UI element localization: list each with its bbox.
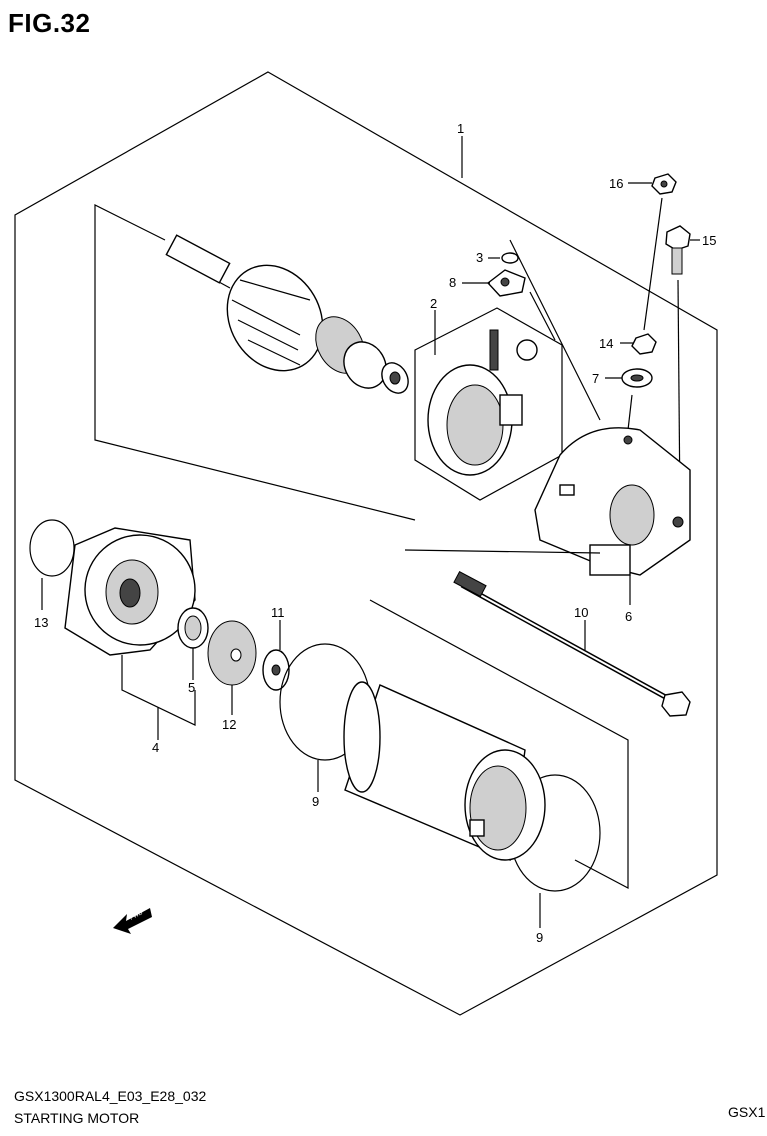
assembly-boundary xyxy=(14,71,718,1016)
end-cover-6[interactable] xyxy=(534,427,691,576)
diagram-code: GSX1300RAL4_E03_E28_032 xyxy=(14,1088,207,1104)
label-1: 1 xyxy=(457,121,464,136)
armature[interactable] xyxy=(165,234,413,398)
label-12: 12 xyxy=(222,717,236,732)
front-bracket[interactable] xyxy=(64,520,210,661)
label-2: 2 xyxy=(430,296,437,311)
through-bolt-10[interactable] xyxy=(453,570,691,717)
label-7: 7 xyxy=(592,371,599,386)
label-13: 13 xyxy=(34,615,48,630)
seal-5[interactable] xyxy=(177,607,209,649)
washer-12[interactable] xyxy=(207,620,257,686)
label-15: 15 xyxy=(702,233,716,248)
yoke-group-boundary xyxy=(369,599,629,889)
label-6: 6 xyxy=(625,609,632,624)
label-14: 14 xyxy=(599,336,613,351)
label-16: 16 xyxy=(609,176,623,191)
label-4: 4 xyxy=(152,740,159,755)
model-label: GSX1 xyxy=(728,1104,766,1120)
bolt-15[interactable] xyxy=(665,225,691,275)
nut-16[interactable] xyxy=(651,173,677,195)
yoke[interactable] xyxy=(343,681,546,862)
label-9-left: 9 xyxy=(312,794,319,809)
o-ring-13[interactable] xyxy=(29,519,75,577)
label-5: 5 xyxy=(188,680,195,695)
figure-title: FIG.32 xyxy=(8,8,91,38)
label-8: 8 xyxy=(449,275,456,290)
label-11: 11 xyxy=(271,605,285,620)
armature-group-boundary xyxy=(94,204,416,521)
nut-14[interactable] xyxy=(631,333,657,355)
brush-holder[interactable] xyxy=(427,329,538,476)
fwd-arrow-icon: FWD xyxy=(113,908,152,934)
plate-8[interactable] xyxy=(486,269,526,297)
o-ring-3[interactable] xyxy=(501,252,519,264)
label-9-right: 9 xyxy=(536,930,543,945)
label-10: 10 xyxy=(574,605,588,620)
label-3: 3 xyxy=(476,250,483,265)
washer-11[interactable] xyxy=(262,649,290,691)
diagram-name: STARTING MOTOR xyxy=(14,1110,140,1126)
